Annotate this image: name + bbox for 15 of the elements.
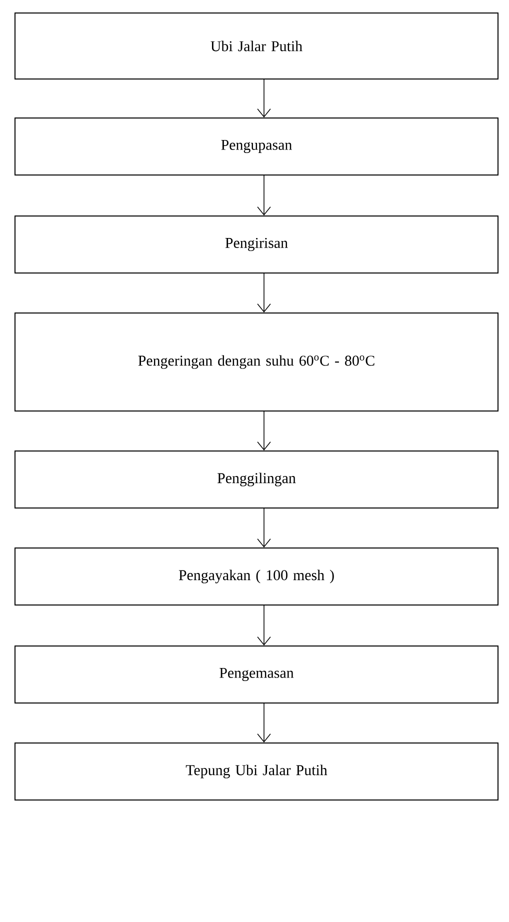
process-box: Pengirisan	[14, 216, 498, 274]
arrow	[257, 79, 271, 118]
process-box: Pengeringan dengan suhu 60$^{o}$C - 80$^{o}$C	[14, 312, 498, 412]
process-box: Pengupasan	[14, 118, 498, 176]
arrow	[257, 411, 271, 450]
process-box: Pengemasan	[14, 646, 498, 704]
process-box: Ubi Jalar Putih	[14, 12, 498, 80]
process-box: Pengayakan ( 100 mesh )	[14, 548, 498, 606]
process-box: Tepung Ubi Jalar Putih	[14, 742, 498, 800]
arrow	[257, 508, 271, 548]
arrow	[257, 605, 271, 646]
process-box: Penggilingan	[14, 450, 498, 508]
arrow	[257, 703, 271, 742]
arrow	[257, 273, 271, 313]
arrow	[257, 175, 271, 216]
